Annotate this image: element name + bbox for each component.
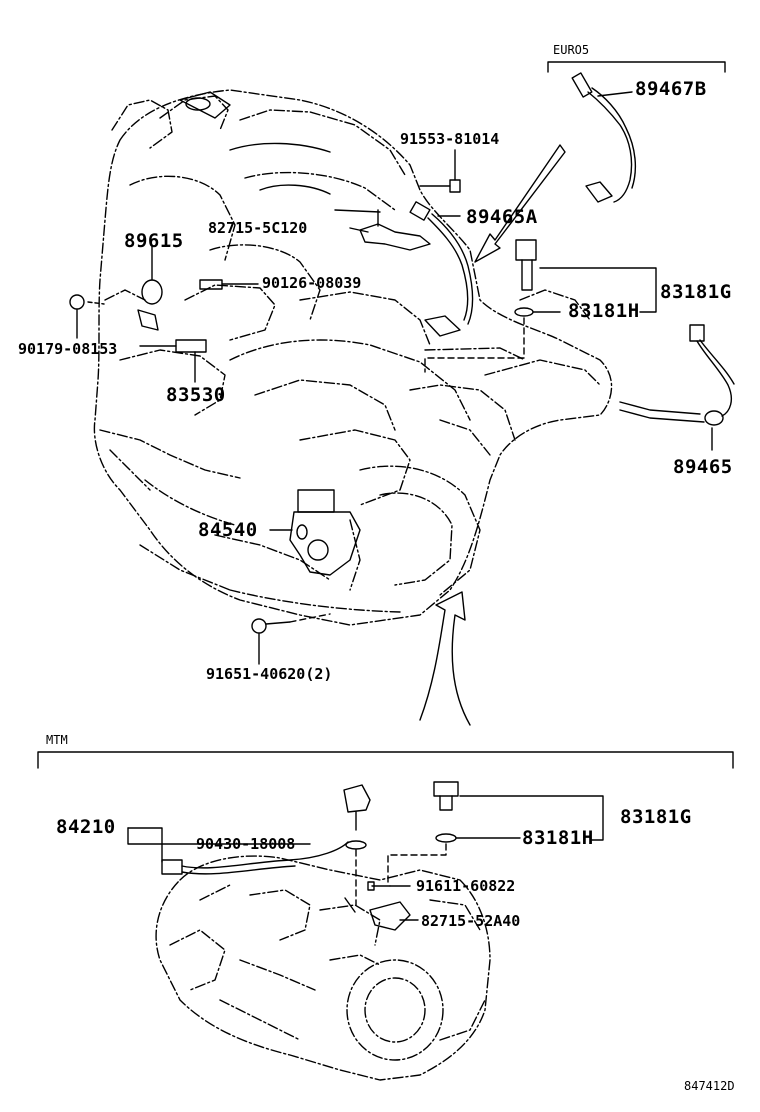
part-label-91611-60822: 91611-60822 (416, 877, 516, 895)
speed-sensor-83181G-top (514, 239, 657, 317)
dashed-routing-top (424, 317, 525, 373)
part-label-84210: 84210 (56, 816, 116, 838)
bolt-91611 (367, 881, 411, 891)
sensor-89465 (619, 324, 735, 451)
part-label-82715-52A40: 82715-52A40 (421, 912, 521, 930)
sensor-84210 (127, 784, 371, 875)
part-label-83181H-bottom: 83181H (522, 827, 594, 849)
plug-90126 (199, 279, 259, 290)
part-label-89465: 89465 (673, 456, 733, 478)
sensor-89467B (547, 61, 726, 203)
part-label-91553-81014: 91553-81014 (400, 130, 500, 148)
sensor-89465A (409, 201, 474, 337)
section-label-euro5: EURO5 (553, 43, 590, 57)
bolt-90179 (69, 294, 105, 339)
switch-83530 (139, 339, 207, 383)
dashed-routing-bottom (355, 843, 447, 906)
arrow-pointer-upper (474, 144, 566, 263)
bolt-91553 (419, 149, 461, 193)
engine-head-detail (179, 91, 381, 213)
part-label-83181H-top: 83181H (568, 300, 640, 322)
part-label-90179-08153: 90179-08153 (18, 340, 118, 358)
part-label-91651-40620: 91651-40620(2) (206, 665, 333, 683)
part-label-90430-18008: 90430-18008 (196, 835, 296, 853)
part-label-83181G-bottom: 83181G (620, 806, 692, 828)
part-label-83530: 83530 (166, 384, 226, 406)
arrow-pointer-lower (419, 591, 471, 726)
switch-84540 (269, 489, 361, 576)
manual-transaxle-outline (155, 855, 491, 1081)
part-label-90126-08039: 90126-08039 (262, 274, 362, 292)
bracket-82715-5C120 (349, 209, 431, 251)
part-label-89615: 89615 (124, 230, 184, 252)
speed-sensor-83181G-bottom (345, 781, 604, 850)
part-label-89465A: 89465A (466, 206, 538, 228)
sensor-89615 (137, 244, 163, 331)
part-label-89467B: 89467B (635, 78, 707, 100)
bolt-91651 (251, 613, 331, 665)
part-label-84540: 84540 (198, 519, 258, 541)
diagram-code: 847412D (684, 1079, 735, 1093)
section-label-mtm: MTM (46, 733, 68, 747)
part-label-82715-5C120: 82715-5C120 (208, 219, 308, 237)
mtm-bracket (37, 751, 734, 769)
bracket-82715-52A40 (344, 897, 419, 931)
part-label-83181G-top: 83181G (660, 281, 732, 303)
automatic-transaxle-outline (93, 89, 613, 626)
